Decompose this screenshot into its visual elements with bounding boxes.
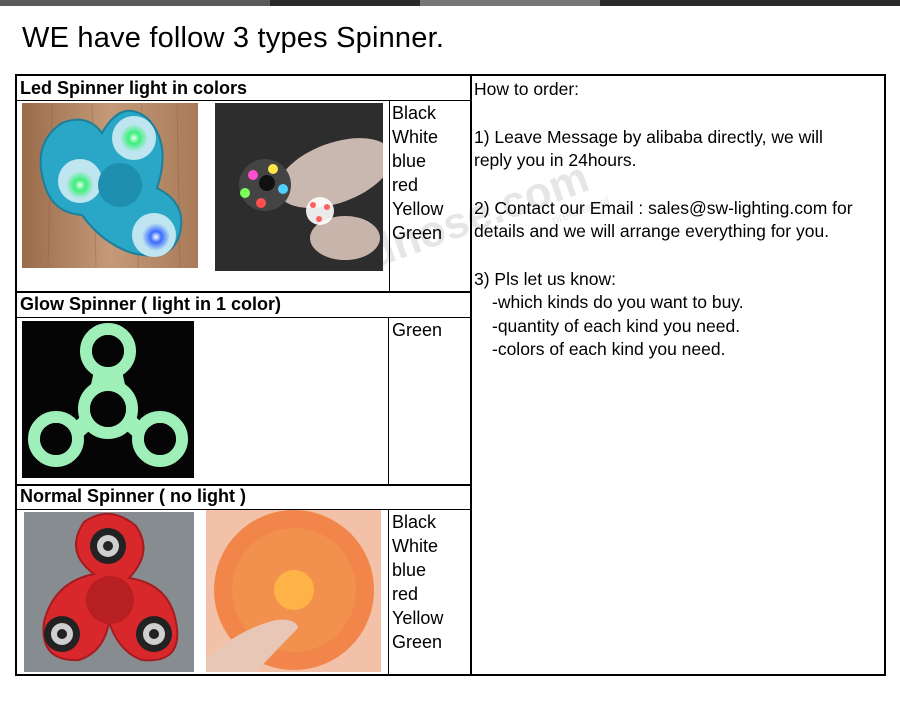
color-item: White — [392, 127, 439, 147]
order-heading: How to order: — [474, 79, 580, 99]
order-step3-item: -which kinds do you want to buy. — [492, 292, 744, 312]
order-step3-item: -colors of each kind you need. — [492, 339, 726, 359]
color-item: Black — [392, 512, 437, 532]
order-step2-line2: details and we will arrange everything f… — [474, 221, 830, 241]
page-title: WE have follow 3 types Spinner. — [22, 22, 445, 54]
color-item: blue — [392, 151, 427, 171]
section-heading-glow: Glow Spinner ( light in 1 color) — [20, 294, 281, 314]
spinner-table — [15, 74, 886, 676]
glow-color-list: Green — [392, 318, 442, 342]
strip-segment — [420, 0, 600, 6]
top-photo-strip — [0, 0, 900, 6]
row-divider — [17, 509, 470, 510]
led-color-list: Black White blue red Yellow Green — [392, 101, 443, 245]
color-item: Black — [392, 103, 437, 123]
color-item: Green — [392, 223, 443, 243]
row-divider — [17, 484, 470, 486]
color-item: Yellow — [392, 608, 444, 628]
normal-color-list: Black White blue red Yellow Green — [392, 510, 443, 654]
order-step3-item: -quantity of each kind you need. — [492, 315, 741, 336]
color-column-divider — [388, 318, 389, 484]
section-heading-normal: Normal Spinner ( no light ) — [20, 486, 246, 506]
column-divider — [470, 76, 472, 674]
strip-segment — [0, 0, 270, 6]
order-step1-line1: 1) Leave Message by alibaba directly, we… — [474, 126, 823, 147]
order-step2-line1: 2) Contact our Email : sales@sw-lighting… — [474, 197, 853, 218]
color-item: Green — [392, 320, 443, 340]
normal-spinner-photo — [24, 512, 194, 672]
row-divider — [17, 100, 470, 101]
section-heading-led: Led Spinner light in colors — [20, 78, 248, 98]
led-spinner-hand-photo — [215, 103, 383, 271]
color-column-divider — [389, 101, 390, 291]
normal-spinner-spinning-photo — [206, 510, 381, 672]
color-column-divider — [388, 510, 389, 674]
order-step1-line2: reply you in 24hours. — [474, 150, 637, 170]
glow-spinner-photo — [22, 321, 194, 478]
color-item: red — [392, 584, 419, 604]
color-item: Green — [392, 632, 443, 652]
led-spinner-photo — [22, 103, 198, 268]
color-item: White — [392, 536, 439, 556]
color-item: Yellow — [392, 199, 444, 219]
order-step3-line1: 3) Pls let us know: — [474, 268, 616, 289]
how-to-order: How to order: 1) Leave Message by alibab… — [474, 78, 853, 362]
color-item: blue — [392, 560, 427, 580]
row-divider — [17, 317, 470, 318]
row-divider — [17, 291, 470, 293]
color-item: red — [392, 175, 419, 195]
